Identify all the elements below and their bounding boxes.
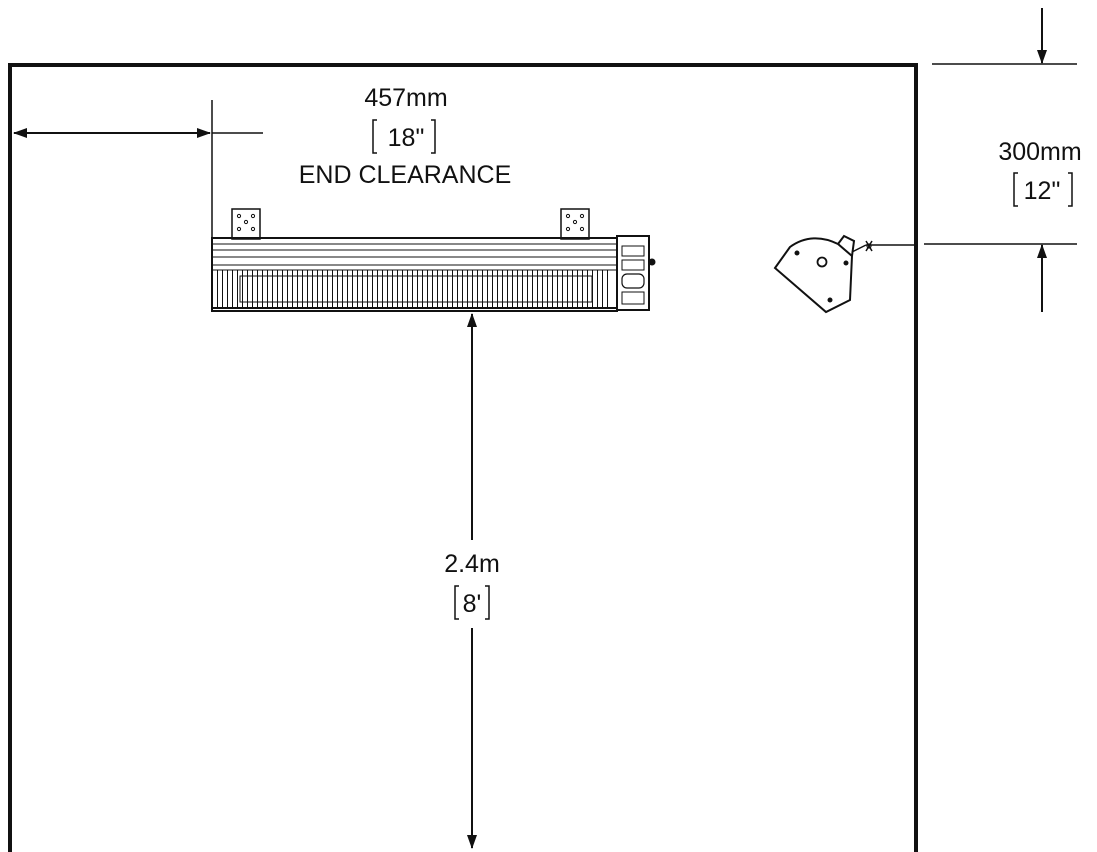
- mounting-height-brackets: [454, 585, 490, 620]
- room-outline: [8, 63, 918, 852]
- ceiling-clearance-metric: 300mm: [998, 138, 1081, 166]
- heater-side-view-icon: [773, 234, 914, 314]
- end-clearance-brackets: [372, 119, 436, 154]
- mounting-height-imperial: 8': [463, 590, 482, 618]
- end-clearance-caption: END CLEARANCE: [299, 161, 512, 189]
- end-clearance-dimension: [13, 100, 263, 238]
- heater-front-view-icon: [211, 208, 656, 312]
- mounting-bracket-icon: [560, 208, 590, 240]
- mounting-height-metric: 2.4m: [444, 550, 500, 578]
- end-clearance-imperial: 18": [388, 124, 425, 152]
- end-clearance-metric: 457mm: [364, 84, 447, 112]
- ceiling-clearance-dimension: [924, 8, 1077, 312]
- ceiling-clearance-brackets: [1013, 172, 1073, 207]
- mounting-bracket-icon: [231, 208, 261, 240]
- ceiling-clearance-imperial: 12": [1024, 177, 1061, 205]
